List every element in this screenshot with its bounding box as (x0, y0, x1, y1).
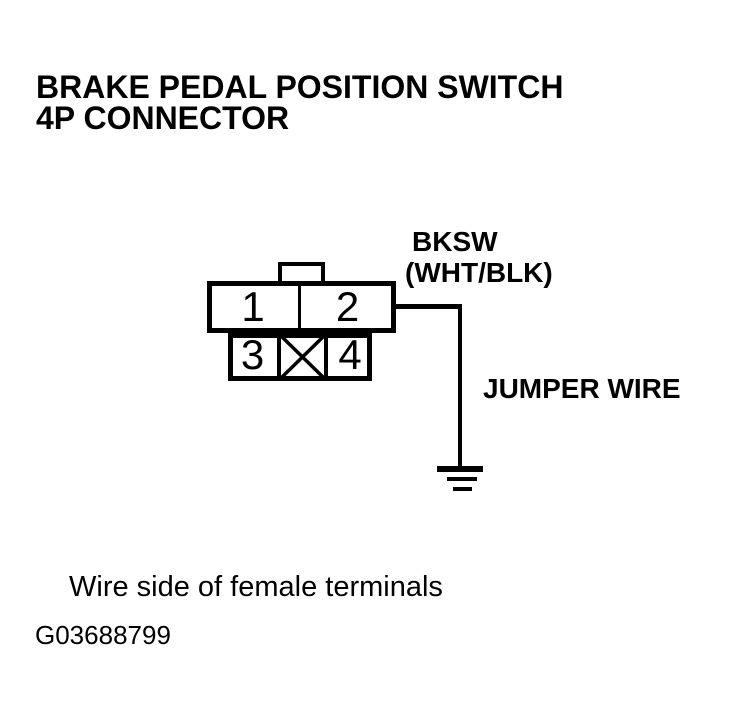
wire-signal-label-line2: (WHT/BLK) (405, 257, 553, 288)
connector-top-row-outline (207, 281, 396, 333)
connector-cell-divider-top (298, 283, 301, 331)
terminal-4: 4 (338, 331, 362, 378)
jumper-wire-label: JUMPER WIRE (483, 373, 681, 404)
connector-bottom-row-outline (228, 333, 372, 381)
blocked-terminal-cell (277, 332, 328, 382)
terminal-3: 3 (240, 331, 265, 378)
figure-id: G03688799 (35, 620, 171, 650)
view-caption: Wire side of female terminals (69, 571, 443, 603)
ground-bar-bottom (453, 487, 472, 491)
ground-bar-top (437, 466, 483, 472)
wire-signal-label: BKSW (WHT/BLK) (405, 226, 553, 288)
wire-signal-label-line1: BKSW (412, 226, 498, 257)
diagram-title: BRAKE PEDAL POSITION SWITCH 4P CONNECTOR (36, 69, 564, 136)
terminal-2: 2 (335, 283, 360, 330)
connector-cell-divider-bottom-right (324, 335, 328, 379)
terminal-1: 1 (241, 283, 265, 330)
diagram-title-line2: 4P CONNECTOR (36, 100, 290, 136)
x-cross-icon (277, 332, 328, 382)
jumper-wire-vertical-segment (458, 304, 462, 468)
jumper-wire-horizontal-segment (394, 304, 462, 309)
diagram-title-line1: BRAKE PEDAL POSITION SWITCH (36, 69, 564, 105)
connector-cell-divider-bottom-left (277, 335, 281, 379)
ground-bar-middle (447, 477, 477, 481)
